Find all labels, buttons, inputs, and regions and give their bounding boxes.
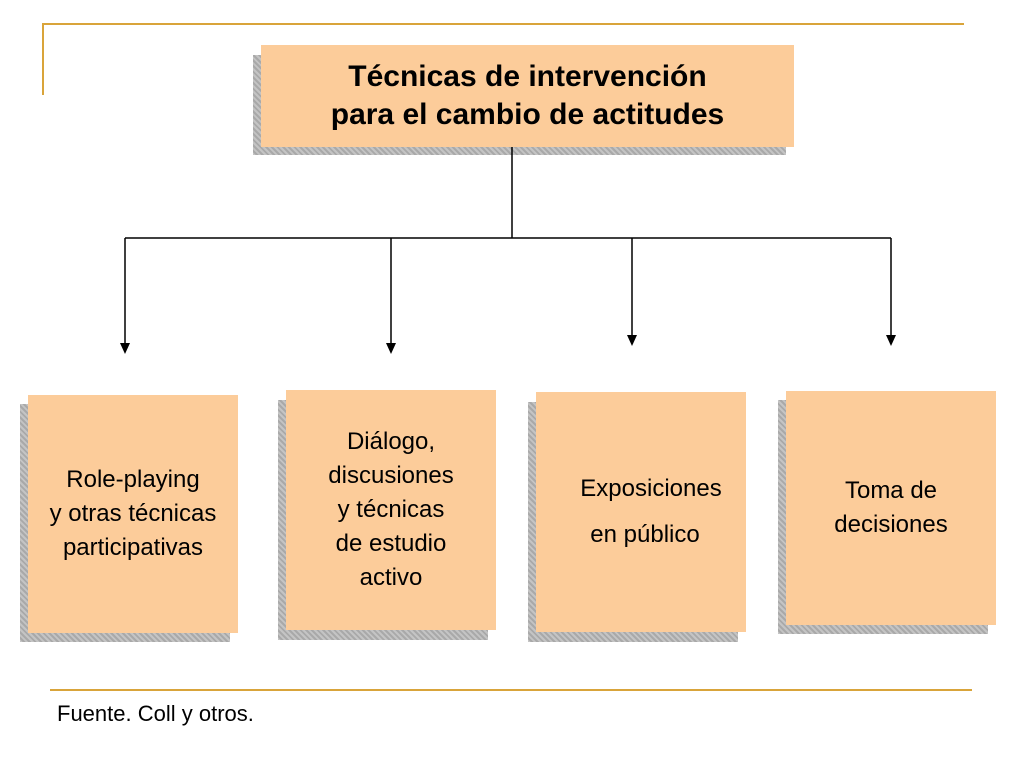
node-1-line-3: participativas xyxy=(62,534,204,561)
left-decorative-rule xyxy=(42,23,44,95)
bottom-decorative-rule xyxy=(50,689,972,691)
node-3-line-1: Exposiciones xyxy=(580,475,722,502)
node-toma-de-decisiones: Toma de decisiones xyxy=(786,391,996,625)
arrowhead-2 xyxy=(386,343,396,354)
node-2-line-5: activo xyxy=(359,564,423,591)
top-decorative-rule xyxy=(42,23,964,25)
root-title-line-2: para el cambio de actitudes xyxy=(330,98,725,131)
node-2-line-1: Diálogo, xyxy=(346,428,436,455)
root-title-line-1: Técnicas de intervención xyxy=(348,60,707,93)
node-4-line-2: decisiones xyxy=(834,511,948,538)
node-2-line-2: discusiones xyxy=(328,462,454,489)
node-4-line-1: Toma de xyxy=(844,477,938,504)
node-role-playing: Role-playing y otras técnicas participat… xyxy=(28,395,238,633)
root-node-title-box: Técnicas de intervención para el cambio … xyxy=(261,45,794,147)
node-3-line-2: en público xyxy=(590,521,700,548)
arrowhead-3 xyxy=(627,335,637,346)
node-2-line-3: y técnicas xyxy=(337,496,445,523)
source-note: Fuente. Coll y otros. xyxy=(57,701,254,726)
node-1-line-1: Role-playing xyxy=(66,466,200,493)
node-2-line-4: de estudio xyxy=(335,530,447,557)
node-exposiciones: Exposiciones en público xyxy=(536,392,746,632)
node-1-line-2: y otras técnicas xyxy=(49,500,217,527)
node-dialogo: Diálogo, discusiones y técnicas de estud… xyxy=(286,390,496,630)
arrowhead-4 xyxy=(886,335,896,346)
arrowhead-1 xyxy=(120,343,130,354)
root-node-title: Técnicas de intervención para el cambio … xyxy=(331,58,724,134)
